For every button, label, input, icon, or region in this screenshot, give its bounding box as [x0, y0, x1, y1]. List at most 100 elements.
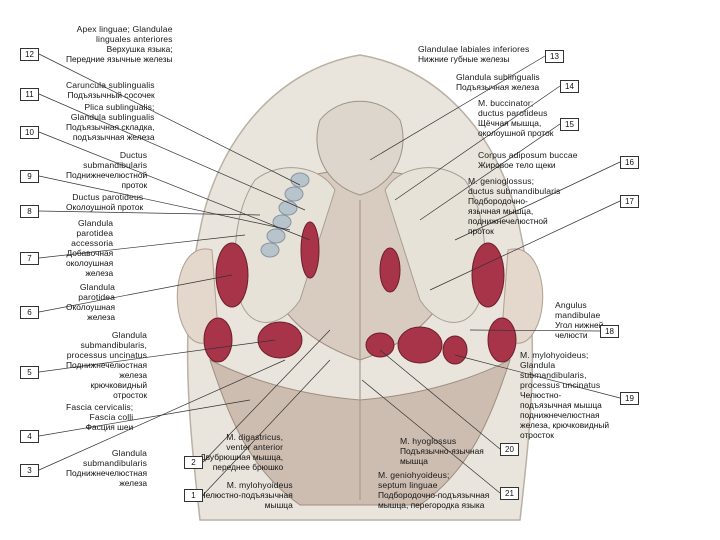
russian-term: проток [468, 226, 561, 236]
label-number-6: 6 [20, 306, 39, 319]
latin-term: Apex linguae; Glandulae [66, 24, 173, 34]
russian-term: поднижнечелюстная [520, 410, 609, 420]
latin-term: submandibularis [66, 160, 147, 170]
latin-term: Glandula [66, 330, 147, 340]
russian-term: Передние язычные железы [66, 54, 173, 64]
latin-term: M. genioglossus; [468, 176, 561, 186]
russian-term: мышца [200, 500, 293, 510]
latin-term: M. mylohyoideus [200, 480, 293, 490]
russian-term: подъязычная железа [66, 132, 155, 142]
russian-term: мышца [400, 456, 484, 466]
russian-term: отросток [520, 430, 609, 440]
russian-term: челюсти [555, 330, 603, 340]
label-20: M. hyoglossusПодъязычно-язычнаямышца [400, 436, 484, 466]
label-10: Plica sublingualis;Glandula sublingualis… [66, 102, 155, 142]
label-number-3: 3 [20, 464, 39, 477]
label-number-8: 8 [20, 205, 39, 218]
russian-term: железа [66, 370, 147, 380]
latin-term: Fascia cervicalis; [66, 402, 133, 412]
label-number-1: 1 [184, 489, 203, 502]
label-6: GlandulaparotideaОколоушнаяжелеза [66, 282, 115, 322]
russian-term: крючковидный [66, 380, 147, 390]
latin-term: processus uncinatus [66, 350, 147, 360]
latin-term: Glandula sublingualis [456, 72, 540, 82]
russian-term: Подбородочно- [468, 196, 561, 206]
russian-term: железа, крючковидный [520, 420, 609, 430]
label-16: Corpus adiposum buccaeЖировое тело щеки [478, 150, 578, 170]
label-number-18: 18 [600, 325, 619, 338]
russian-term: Подъязычная складка, [66, 122, 155, 132]
label-number-5: 5 [20, 366, 39, 379]
label-11: Caruncula sublingualisПодъязычный сосоче… [66, 80, 155, 100]
latin-term: linguales anteriores [66, 34, 173, 44]
leader-line-20 [380, 350, 500, 449]
russian-term: Добавочная [66, 248, 113, 258]
latin-term: Ductus parotideus [66, 192, 143, 202]
russian-term: Поднижнечелюстная [66, 468, 147, 478]
latin-term: mandibulae [555, 310, 603, 320]
latin-term: septum linguae [378, 480, 489, 490]
latin-term: Glandula [520, 360, 609, 370]
latin-term: M. buccinator; [478, 98, 553, 108]
latin-term: Corpus adiposum buccae [478, 150, 578, 160]
russian-term: Фасция шеи [66, 422, 133, 432]
leader-line-1 [203, 360, 330, 495]
russian-term: Околоушная [66, 302, 115, 312]
label-number-20: 20 [500, 443, 519, 456]
label-number-16: 16 [620, 156, 639, 169]
russian-term: Угол нижней [555, 320, 603, 330]
latin-term: Ductus [66, 150, 147, 160]
latin-term: M. digastricus, [200, 432, 283, 442]
latin-term: Glandula sublingualis [66, 112, 155, 122]
russian-term: Челюстно-подъязычная [200, 490, 293, 500]
label-number-17: 17 [620, 195, 639, 208]
label-number-13: 13 [545, 50, 564, 63]
latin-term: ductus submandibularis [468, 186, 561, 196]
russian-term: железа [66, 268, 113, 278]
russian-term: проток [66, 180, 147, 190]
russian-term: Подъязычно-язычная [400, 446, 484, 456]
latin-term: Angulus [555, 300, 603, 310]
label-number-7: 7 [20, 252, 39, 265]
latin-term: Fascia colli [66, 412, 133, 422]
latin-term: Glandula [66, 448, 147, 458]
label-number-11: 11 [20, 88, 39, 101]
label-number-15: 15 [560, 118, 579, 131]
label-18: AngulusmandibulaeУгол нижнейчелюсти [555, 300, 603, 340]
label-number-10: 10 [20, 126, 39, 139]
latin-term: parotidea [66, 292, 115, 302]
label-number-21: 21 [500, 487, 519, 500]
latin-term: parotidea [66, 228, 113, 238]
label-number-2: 2 [184, 456, 203, 469]
label-14: Glandula sublingualisПодъязычная железа [456, 72, 540, 92]
russian-term: железа [66, 478, 147, 488]
latin-term: accessoria [66, 238, 113, 248]
russian-term: Подъязычная железа [456, 82, 540, 92]
russian-term: переднее брюшко [200, 462, 283, 472]
russian-term: Подъязычный сосочек [66, 90, 155, 100]
russian-term: Жировое тело щеки [478, 160, 578, 170]
label-2: M. digastricus,venter anteriorДвубрюшная… [200, 432, 283, 472]
latin-term: M. mylohyoideus; [520, 350, 609, 360]
label-number-9: 9 [20, 170, 39, 183]
russian-term: околоушная [66, 258, 113, 268]
russian-term: язычная мышца, [468, 206, 561, 216]
russian-term: отросток [66, 390, 147, 400]
label-number-12: 12 [20, 48, 39, 61]
label-number-4: 4 [20, 430, 39, 443]
latin-term: Glandulae labiales inferiores [418, 44, 529, 54]
latin-term: Glandula [66, 218, 113, 228]
latin-term: venter anterior [200, 442, 283, 452]
label-number-19: 19 [620, 392, 639, 405]
russian-term: железа [66, 312, 115, 322]
